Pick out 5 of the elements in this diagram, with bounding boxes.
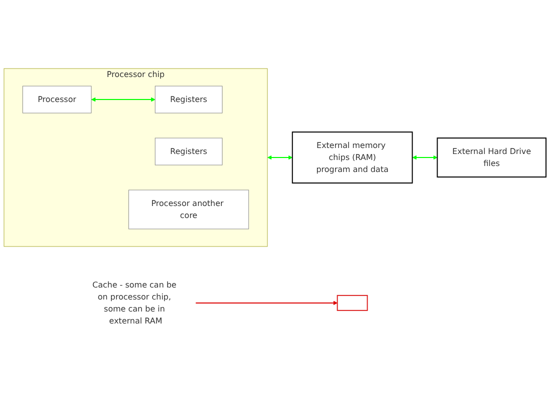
arrow [91, 97, 156, 102]
arrow [412, 155, 438, 160]
arrow [195, 300, 338, 306]
arrow [267, 155, 293, 160]
node-box [336, 294, 368, 311]
